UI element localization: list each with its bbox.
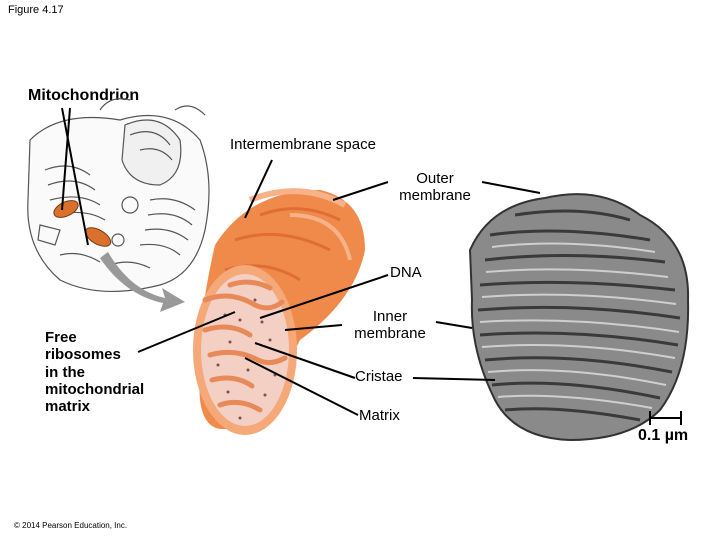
leader-inner-right	[435, 321, 473, 329]
label-cristae: Cristae	[355, 368, 403, 385]
leader-outer-right	[481, 181, 541, 194]
scale-bar-label: 0.1 µm	[638, 427, 689, 444]
figure-label: Figure 4.17	[8, 4, 64, 16]
leader-dna	[259, 274, 389, 319]
leader-mito-1	[61, 107, 89, 246]
label-outer-membrane: Outer membrane	[399, 170, 471, 205]
leader-lines	[61, 107, 541, 416]
leader-cristae-right	[412, 377, 496, 381]
label-matrix: Matrix	[359, 407, 400, 424]
leader-ribosomes	[137, 311, 236, 353]
scale-bar	[649, 411, 682, 425]
cell-sketch	[27, 98, 210, 293]
diagram-title: Mitochondrion	[28, 87, 140, 104]
label-free-ribosomes: Free ribosomes in the mitochondrial matr…	[45, 329, 145, 415]
label-dna: DNA	[390, 264, 422, 281]
leader-mito-2	[61, 107, 71, 211]
electron-micrograph	[468, 193, 690, 442]
zoom-arrow	[100, 252, 185, 312]
leader-intermembrane	[244, 159, 273, 219]
leader-matrix	[244, 357, 359, 416]
label-intermembrane-space: Intermembrane space	[230, 136, 376, 153]
leader-outer-left	[332, 181, 389, 201]
copyright-notice: © 2014 Pearson Education, Inc.	[14, 521, 128, 530]
leader-cristae-left	[254, 342, 356, 379]
mitochondrion-model	[193, 188, 365, 435]
leader-inner-left	[284, 324, 343, 331]
label-inner-membrane: Inner membrane	[354, 308, 426, 343]
